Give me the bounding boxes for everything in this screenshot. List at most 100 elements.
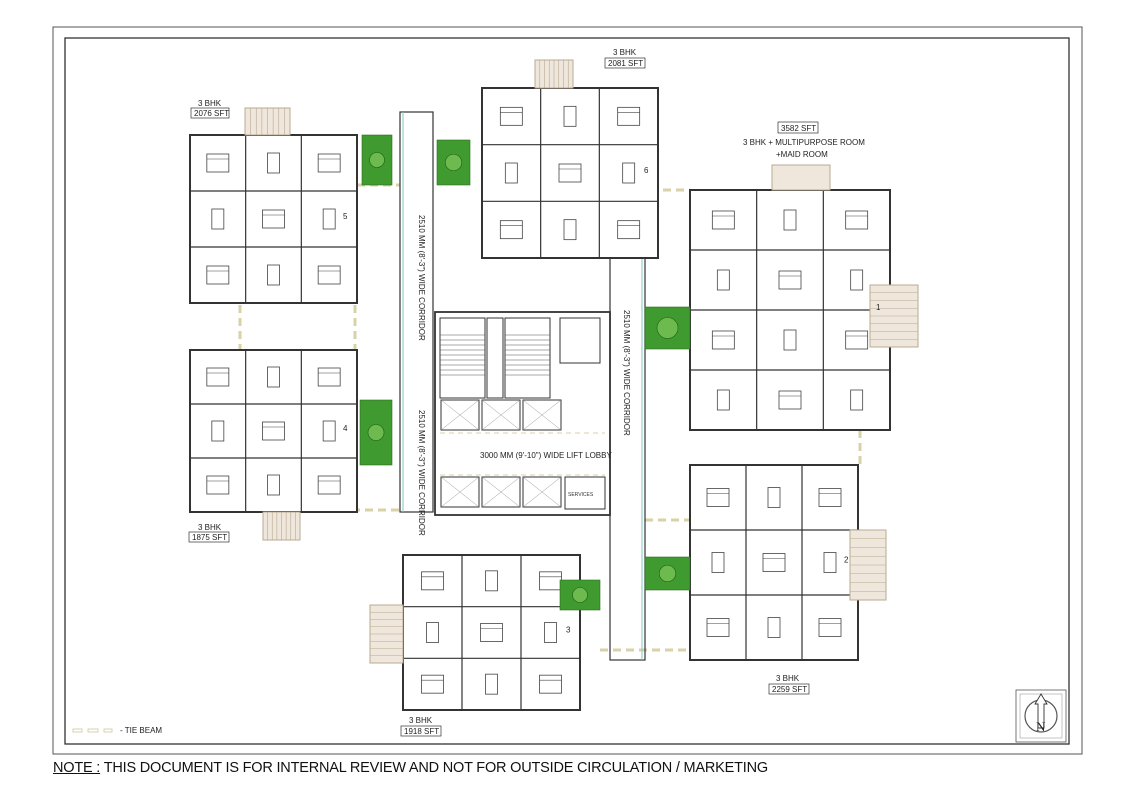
lift-shaft [481,399,521,431]
lift [522,399,562,431]
corridor-label-right: 2510 MM (8'-3") WIDE CORRIDOR [622,310,631,436]
table-icon [783,209,797,231]
unit-4: 4 [189,349,358,541]
svg-text:3 BHK + MULTIPURPOSE ROOM: 3 BHK + MULTIPURPOSE ROOM [743,138,865,147]
bed-icon [499,220,523,240]
svg-text:2081 SFT: 2081 SFT [608,59,643,68]
inner-frame [64,37,1070,745]
table-icon [322,420,336,442]
table-icon [267,152,280,174]
lift-cross [440,476,480,508]
bed-icon [206,153,230,173]
unit-6: 6 [481,59,659,259]
garden [361,134,393,186]
table-icon [267,474,280,496]
unit-5: 5 [189,107,358,304]
staircase [439,317,486,399]
unit-outline [481,87,659,259]
lift [440,399,480,431]
gardens [359,134,691,611]
svg-text:3 BHK: 3 BHK [198,523,222,532]
unit-3: 3 [369,554,581,711]
bed-icon [558,163,582,183]
svg-text:1875 SFT: 1875 SFT [192,533,227,542]
bed-icon [421,674,444,694]
core [434,311,611,516]
lift [481,476,521,508]
services-label: SERVICES [568,492,594,498]
svg-text:N: N [1036,719,1046,734]
garden [359,399,393,466]
staircase [504,317,551,399]
table-icon [783,329,797,351]
tree-icon [656,317,679,339]
services-room [564,476,606,510]
table-icon [426,622,439,643]
bed-icon [617,106,641,126]
bed-icon [206,265,230,285]
bed-icon [706,488,730,507]
tree-icon [658,564,677,583]
disclaimer-note: NOTE : THIS DOCUMENT IS FOR INTERNAL REV… [53,760,768,776]
lift-shaft [522,476,562,508]
bed-icon [539,674,562,694]
svg-text:+MAID ROOM: +MAID ROOM [776,150,828,159]
unit-number: 3 [566,626,571,635]
tree-icon [369,152,385,168]
unit-number: 1 [876,303,881,312]
unit-outline [402,554,581,711]
svg-text:1918 SFT: 1918 SFT [404,727,439,736]
corridor-label-left-top: 2510 MM (8'-3") WIDE CORRIDOR [417,215,426,341]
table-icon [850,389,864,411]
lift-cross [481,476,521,508]
unit-label-bottom-center: 3 BHK 1918 SFT [400,716,442,737]
tree-icon [572,587,588,603]
table-icon [544,622,557,643]
svg-text:- TIE BEAM: - TIE BEAM [120,726,162,735]
garden [559,579,601,611]
unit-label-top-center: 3 BHK 2081 SFT [604,48,646,69]
lift-shaft [440,399,480,431]
bed-icon [262,421,285,441]
unit-label-mid-left: 3 BHK 1875 SFT [188,523,230,543]
table-icon [485,570,498,592]
unit-outline [189,349,358,513]
lift [522,476,562,508]
table-icon [563,219,577,241]
table-icon [823,552,837,573]
bed-icon [706,618,730,637]
tie-beam-legend: - TIE BEAM [72,726,162,735]
balcony [771,164,831,191]
bed-icon [762,553,786,572]
bed-icon [317,475,341,495]
table-icon [563,105,577,127]
unit-label-right-bottom: 3 BHK 2259 SFT [768,674,810,695]
corridor-left [399,111,434,513]
unit-label-right-top: 3582 SFT 3 BHK + MULTIPURPOSE ROOM +MAID… [743,121,865,159]
lift-cross [440,399,480,431]
bed-icon [317,367,341,387]
lift-shaft [481,476,521,508]
unit-number: 5 [343,212,348,221]
bed-icon [711,210,735,230]
garden [644,556,691,591]
lift [440,476,480,508]
lift-shaft [522,399,562,431]
table-icon [716,269,730,291]
bed-icon [818,618,842,637]
lift [481,399,521,431]
table-icon [622,162,636,184]
bed-icon [845,210,869,230]
svg-text:2259 SFT: 2259 SFT [772,685,807,694]
stair-box [504,317,551,399]
bed-icon [206,367,230,387]
bed-icon [317,153,341,173]
table-icon [767,487,781,508]
bed-icon [778,270,802,290]
lift-cross [522,399,562,431]
duct [486,317,504,399]
table-icon [711,552,725,573]
bed-icon [421,571,444,591]
svg-text:3 BHK: 3 BHK [198,99,222,108]
